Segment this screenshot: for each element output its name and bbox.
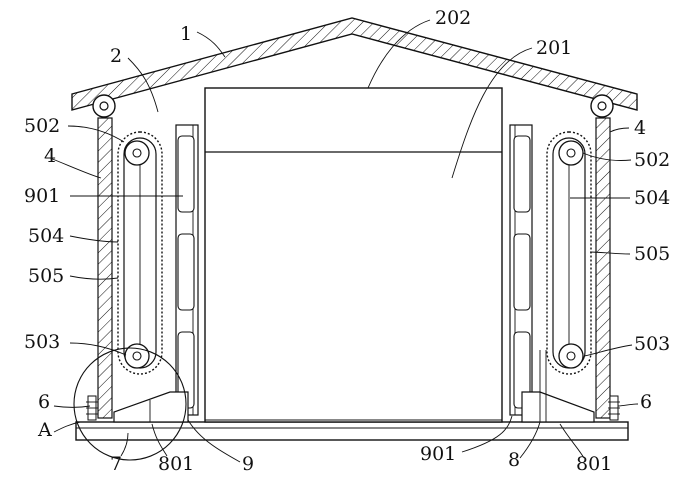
label-7: 7 [110, 453, 122, 475]
label-502-right: 502 [634, 149, 670, 171]
label-1: 1 [180, 23, 192, 45]
label-801-left: 801 [158, 453, 194, 475]
label-201: 201 [536, 37, 572, 59]
label-A: A [37, 419, 52, 441]
label-8: 8 [508, 449, 520, 471]
label-4-left: 4 [44, 145, 56, 167]
label-901-left: 901 [24, 185, 60, 207]
left-brush-rail [175, 124, 199, 416]
left-lower-bracket [113, 391, 189, 423]
central-box [204, 87, 503, 423]
roof [71, 17, 638, 111]
label-503-right: 503 [634, 333, 670, 355]
label-901-right: 901 [420, 443, 456, 465]
roof-pulley-left [92, 94, 116, 118]
label-801-right: 801 [576, 453, 612, 475]
label-504-left: 504 [28, 225, 64, 247]
label-9: 9 [242, 453, 254, 475]
label-6-left: 6 [38, 391, 50, 413]
right-spring [608, 395, 620, 421]
right-wall [595, 117, 611, 419]
label-502-left: 502 [24, 115, 60, 137]
right-lower-bracket [521, 350, 595, 423]
label-4-right: 4 [634, 117, 646, 139]
left-wall [97, 117, 113, 419]
label-2: 2 [110, 45, 122, 67]
label-503-left: 503 [24, 331, 60, 353]
label-504-right: 504 [634, 187, 670, 209]
base-plate [75, 421, 629, 441]
label-505-left: 505 [28, 265, 64, 287]
right-brush-rail [509, 124, 533, 416]
detail-circle-a [73, 347, 187, 461]
right-chain-belt [546, 131, 592, 375]
label-6-right: 6 [640, 391, 652, 413]
left-chain-belt [117, 131, 163, 375]
label-202: 202 [435, 7, 471, 29]
label-505-right: 505 [634, 243, 670, 265]
leader-lines [49, 19, 639, 463]
left-spring [86, 395, 98, 421]
roof-pulley-right [590, 94, 614, 118]
reference-labels: 1 2 202 201 502 4 901 504 505 503 6 A 7 … [24, 7, 670, 475]
